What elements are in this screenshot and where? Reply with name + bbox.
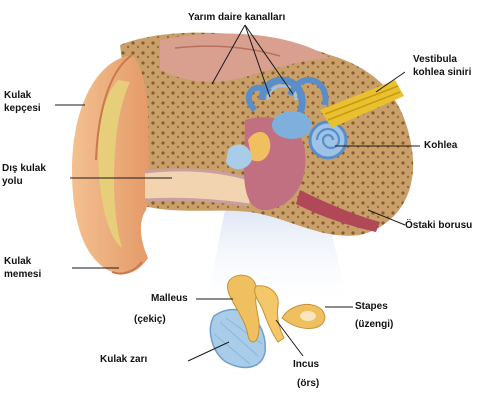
label-eardrum: Kulak zarı xyxy=(100,354,148,365)
label-vestibulocochlear-nerve: Vestibula kohlea siniri xyxy=(413,53,471,79)
label-incus-turkish: (örs) xyxy=(297,378,320,389)
leader-lines xyxy=(55,24,420,362)
label-pinna: Kulak kepçesi xyxy=(4,89,41,115)
label-malleus: Malleus xyxy=(151,293,188,304)
label-stapes-turkish: (üzengi) xyxy=(355,319,394,330)
label-pinna-line1: Kulak xyxy=(4,90,32,101)
label-cochlea: Kohlea xyxy=(424,140,458,151)
label-incus: Incus xyxy=(293,359,320,370)
label-earlobe-line1: Kulak xyxy=(4,256,32,267)
label-vestibulocochlear-line2: kohlea siniri xyxy=(413,67,472,78)
label-ear-canal: Dış kulak yolu xyxy=(2,162,46,188)
label-ear-canal-line1: Dış kulak xyxy=(2,163,46,174)
label-eustachian-tube: Östaki borusu xyxy=(405,220,473,231)
pinna-cartilage xyxy=(98,80,130,248)
label-earlobe-line2: memesi xyxy=(4,269,42,280)
label-earlobe: Kulak memesi xyxy=(4,255,41,281)
eustachian-tube-shape xyxy=(296,190,380,232)
label-malleus-turkish: (çekiç) xyxy=(134,314,166,325)
label-stapes: Stapes xyxy=(355,301,388,312)
cochlea-shape xyxy=(308,120,348,160)
vestibule xyxy=(272,111,312,139)
label-ear-canal-line2: yolu xyxy=(2,176,23,187)
label-pinna-line2: kepçesi xyxy=(4,103,41,114)
ear-canal xyxy=(145,170,250,205)
incus-shape xyxy=(254,285,285,343)
label-semicircular-canals: Yarım daire kanalları xyxy=(188,12,286,23)
label-vestibulocochlear-line1: Vestibula xyxy=(413,54,457,65)
